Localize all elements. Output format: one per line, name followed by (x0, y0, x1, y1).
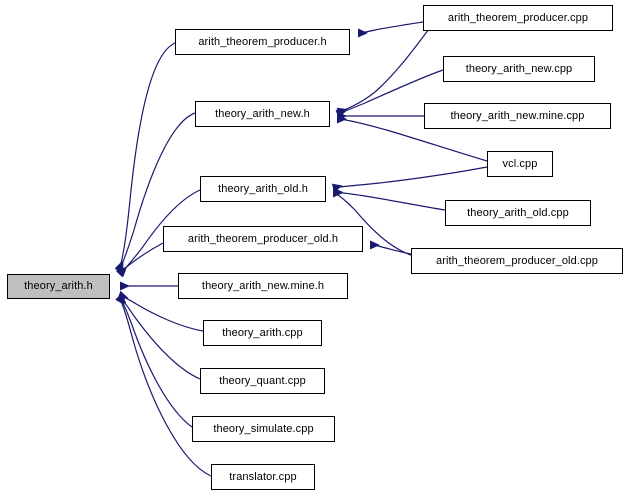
graph-node-label: theory_arith_new.mine.h (201, 279, 325, 292)
graph-edge-vcl_cpp-to-theory_arith_old_h (331, 166, 488, 193)
graph-node-arith_theorem_producer_old_h[interactable]: arith_theorem_producer_old.h (163, 226, 363, 252)
graph-node-theory_arith_new_cpp[interactable]: theory_arith_new.cpp (443, 56, 595, 82)
graph-edge-theory_quant_cpp-to-theory_arith_h (115, 292, 201, 380)
graph-node-vcl_cpp[interactable]: vcl.cpp (487, 151, 553, 177)
graph-node-arith_theorem_producer_h[interactable]: arith_theorem_producer.h (175, 29, 350, 55)
graph-node-theory_arith_cpp[interactable]: theory_arith.cpp (203, 320, 322, 346)
graph-node-theory_arith_new_mine_h[interactable]: theory_arith_new.mine.h (178, 273, 348, 299)
graph-node-theory_arith_h[interactable]: theory_arith.h (7, 274, 110, 299)
graph-edge-arith_theorem_producer_cpp-to-theory_arith_new_h (336, 27, 431, 117)
graph-node-theory_simulate_cpp[interactable]: theory_simulate.cpp (192, 416, 335, 442)
graph-node-label: theory_arith_old.h (218, 182, 308, 195)
graph-node-label: theory_arith.cpp (222, 326, 303, 339)
graph-node-label: theory_arith_new.h (215, 107, 310, 120)
graph-node-label: arith_theorem_producer_old.h (187, 232, 339, 245)
graph-node-theory_arith_new_h[interactable]: theory_arith_new.h (195, 101, 330, 127)
graph-node-label: theory_simulate.cpp (213, 422, 314, 435)
graph-edge-theory_arith_old_cpp-to-theory_arith_old_h (332, 187, 446, 211)
graph-node-label: arith_theorem_producer.h (198, 35, 327, 48)
graph-node-label: theory_arith_old.cpp (467, 206, 569, 219)
graph-node-arith_theorem_producer_old_cpp[interactable]: arith_theorem_producer_old.cpp (411, 248, 623, 274)
graph-node-label: theory_arith.h (24, 280, 93, 292)
graph-node-label: theory_arith_new.cpp (465, 62, 573, 75)
graph-node-label: arith_theorem_producer.cpp (447, 11, 589, 24)
graph-edge-theory_simulate_cpp-to-theory_arith_h (115, 293, 193, 428)
graph-node-label: theory_quant.cpp (219, 374, 306, 387)
graph-edge-arith_theorem_producer_old_cpp-to-arith_theorem_producer_old_h (369, 240, 412, 255)
graph-node-label: translator.cpp (229, 470, 297, 483)
graph-node-label: theory_arith_new.mine.cpp (450, 109, 585, 122)
graph-edge-theory_arith_cpp-to-theory_arith_h (117, 290, 204, 332)
graph-node-theory_arith_old_cpp[interactable]: theory_arith_old.cpp (445, 200, 591, 226)
graph-edge-arith_theorem_producer_cpp-to-arith_theorem_producer_h (357, 21, 424, 38)
graph-node-theory_arith_new_mine_cpp[interactable]: theory_arith_new.mine.cpp (424, 103, 611, 129)
graph-edge-arith_theorem_producer_old_h-to-theory_arith_h (115, 242, 164, 278)
graph-node-theory_arith_old_h[interactable]: theory_arith_old.h (200, 176, 326, 202)
graph-edge-translator_cpp-to-theory_arith_h (115, 294, 212, 477)
graph-node-theory_quant_cpp[interactable]: theory_quant.cpp (200, 368, 325, 394)
graph-node-translator_cpp[interactable]: translator.cpp (211, 464, 315, 490)
graph-node-label: arith_theorem_producer_old.cpp (436, 254, 598, 267)
graph-node-arith_theorem_producer_cpp[interactable]: arith_theorem_producer.cpp (423, 5, 613, 31)
graph-node-label: vcl.cpp (502, 157, 538, 170)
